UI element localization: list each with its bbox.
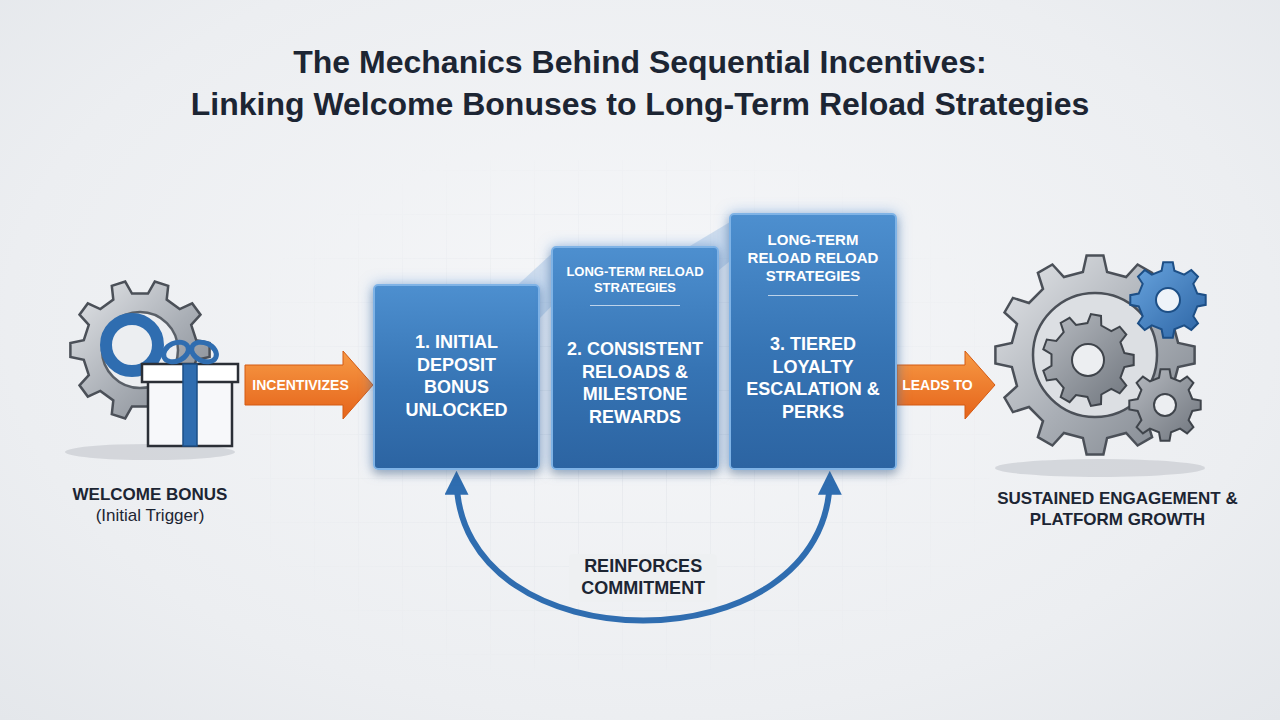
label-group: SUSTAINED ENGAGEMENT & PLATFORM GROWTH (995, 488, 1240, 531)
box-body-area: 2. CONSISTENT RELOADS & MILESTONE REWARD… (560, 316, 710, 450)
gift-bow (188, 338, 219, 365)
edge-label: REINFORCES COMMITMENT (569, 554, 717, 602)
gear (1129, 369, 1200, 440)
stage-box: 1. INITIAL DEPOSIT BONUS UNLOCKED (373, 284, 540, 470)
feedback-arrow (457, 478, 830, 621)
flow-arrow (245, 351, 373, 419)
box-text: 3. TIERED LOYALTY ESCALATION & PERKS (738, 333, 888, 423)
box-heading: LONG-TERM RELOAD RELOAD STRATEGIES (738, 231, 888, 285)
divider (590, 305, 680, 306)
grid (250, 160, 990, 670)
trigger-node: WELCOME BONUS(Initial Trigger) (55, 265, 245, 527)
node-sublabel: (Initial Trigger) (55, 505, 245, 527)
title: The Mechanics Behind Sequential Incentiv… (0, 42, 1280, 125)
label-group: WELCOME BONUS(Initial Trigger) (55, 484, 245, 527)
perspective-band (510, 246, 610, 318)
stage-box: LONG-TERM RELOAD STRATEGIES 2. CONSISTENT… (551, 246, 719, 470)
box-text: 1. INITIAL DEPOSIT BONUS UNLOCKED (382, 331, 531, 421)
flow-arrow (897, 351, 995, 419)
gear-hub (1072, 344, 1104, 376)
stage-box: LONG-TERM RELOAD RELOAD STRATEGIES 3. TIE… (729, 213, 897, 470)
gift-ribbon (183, 364, 197, 446)
outcome-node: SUSTAINED ENGAGEMENT & PLATFORM GROWTH (995, 240, 1240, 530)
divider (768, 295, 858, 296)
shadow (995, 459, 1205, 477)
box-body-area: 1. INITIAL DEPOSIT BONUS UNLOCKED (382, 302, 531, 450)
gear-hub (1156, 288, 1180, 312)
edge-label: INCENTIVIZES (252, 377, 348, 394)
perspective-band (690, 213, 790, 270)
gear-hub (1154, 394, 1176, 416)
box-heading: LONG-TERM RELOAD STRATEGIES (560, 264, 710, 295)
gear (1043, 314, 1133, 406)
gear (1130, 262, 1205, 337)
node-label: SUSTAINED ENGAGEMENT & PLATFORM GROWTH (995, 488, 1240, 531)
node-label: WELCOME BONUS (55, 484, 245, 505)
box-body-area: 3. TIERED LOYALTY ESCALATION & PERKS (738, 306, 888, 450)
box-text: 2. CONSISTENT RELOADS & MILESTONE REWARD… (560, 338, 710, 428)
edge-label: LEADS TO (902, 377, 973, 394)
gift-bow (160, 338, 191, 365)
